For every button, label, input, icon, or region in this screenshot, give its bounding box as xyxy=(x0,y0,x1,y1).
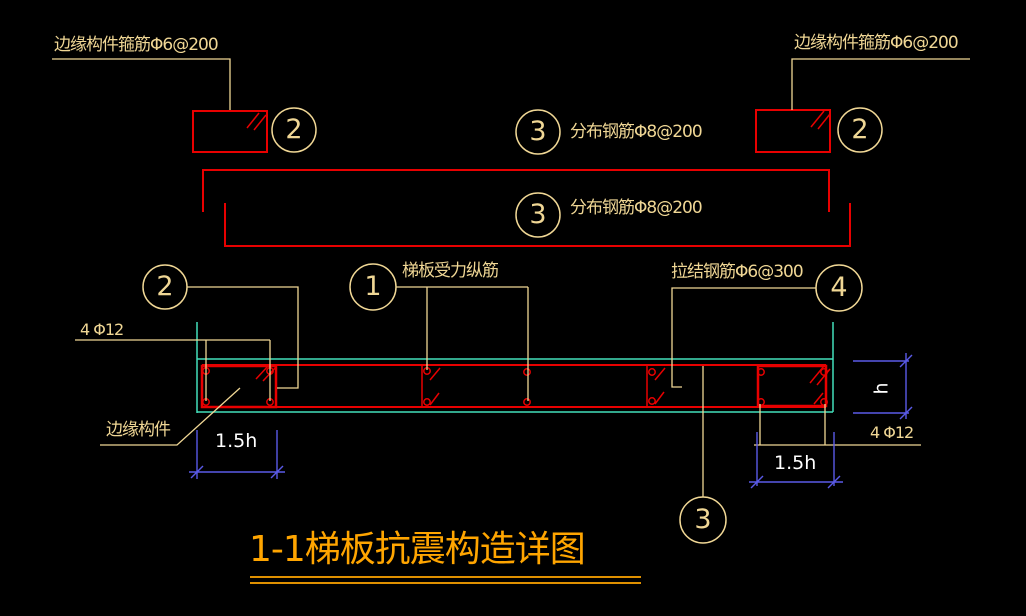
stirrup-detail-rect-left xyxy=(192,110,268,153)
distribution-bar-top-shape xyxy=(202,169,830,212)
callout-2-top-right: 2 xyxy=(851,114,869,145)
bar-hook-ticks xyxy=(255,364,831,406)
dimension-right-1-5h xyxy=(749,432,843,489)
distribution-bar-bottom-shape xyxy=(224,203,851,247)
callout-4-right: 4 xyxy=(830,272,848,303)
callout-3-mid: 3 xyxy=(529,199,547,230)
drawing-title: 1-1梯板抗震构造详图 xyxy=(249,529,586,570)
edge-member-stirrup-left xyxy=(200,364,278,409)
callout-2-left: 2 xyxy=(156,271,174,302)
label-tie-bar: 拉结钢筋Φ6@300 xyxy=(671,262,804,282)
slab-longitudinal-bars xyxy=(202,364,826,408)
leader-lines xyxy=(52,58,970,497)
title-underline xyxy=(250,576,641,584)
callout-1-mid: 1 xyxy=(364,271,382,302)
dimension-slab-height-h xyxy=(853,353,913,420)
callout-3-bottom: 3 xyxy=(694,504,712,535)
label-edge-member: 边缘构件 xyxy=(106,420,171,440)
dimension-text-height: h xyxy=(870,382,893,395)
stirrup-detail-rect-right xyxy=(755,109,831,153)
callout-2-top-left: 2 xyxy=(285,114,303,145)
label-distribution-bar-mid: 分布钢筋Φ8@200 xyxy=(570,198,703,218)
callout-circles xyxy=(142,107,883,544)
dimension-left-1-5h xyxy=(189,430,285,479)
label-main-bar: 梯板受力纵筋 xyxy=(402,261,499,281)
dimension-text-right: 1.5h xyxy=(774,452,817,474)
callout-3-top: 3 xyxy=(529,116,547,147)
label-edge-stirrup-right: 边缘构件箍筋Φ6@200 xyxy=(794,33,959,53)
bar-section-dots xyxy=(202,367,828,406)
label-corner-bars-right: 4 Φ12 xyxy=(870,423,914,442)
label-edge-stirrup-left: 边缘构件箍筋Φ6@200 xyxy=(54,35,219,55)
dimension-text-left: 1.5h xyxy=(215,430,258,452)
tie-bar-legs xyxy=(421,366,648,406)
label-corner-bars-left: 4 Φ12 xyxy=(80,320,124,339)
label-distribution-bar-top: 分布钢筋Φ8@200 xyxy=(570,122,703,142)
edge-member-stirrup-right xyxy=(756,364,828,408)
slab-concrete-outline xyxy=(196,322,834,413)
